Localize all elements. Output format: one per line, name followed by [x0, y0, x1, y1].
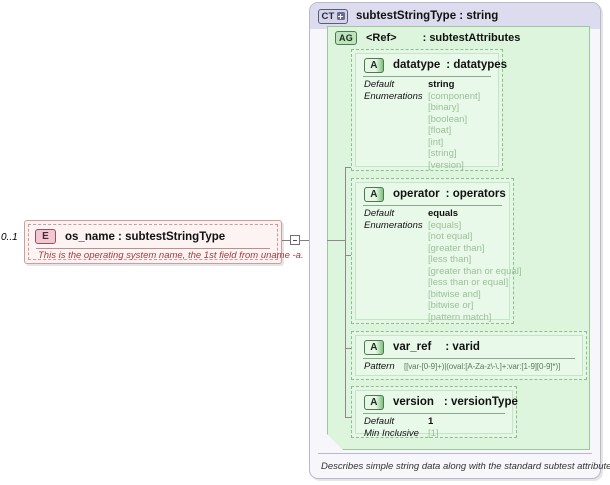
facet-value: [1]	[428, 427, 439, 439]
attribute-box-version[interactable]: A version : versionType Default 1 Min In…	[351, 386, 518, 439]
attribute-facets: Default equals Enumerations [equals] [no…	[364, 208, 521, 324]
element-cardinality: 0..1	[1, 232, 18, 243]
plus-icon[interactable]	[336, 12, 345, 20]
facet-row: Min Inclusive [1]	[364, 428, 507, 440]
element-box-os-name[interactable]: E os_name : subtestStringType This is th…	[24, 220, 304, 264]
element-inner-frame: E os_name : subtestStringType This is th…	[28, 224, 304, 261]
complextype-annotation: Describes simple string data along with …	[321, 461, 610, 472]
attribute-type: : versionType	[443, 396, 518, 408]
attribute-box-var-ref[interactable]: A var_ref : varid Pattern [[var-[0-9]+)|…	[351, 331, 587, 380]
attribute-inner-frame: A datatype : datatypes Default string En…	[355, 53, 507, 171]
attributegroup-ref-label: <Ref>	[366, 32, 397, 44]
attribute-name: operator	[393, 188, 440, 200]
facet-label: Min Inclusive	[364, 427, 419, 439]
facet-row: Enumerations [component] [binary] [boole…	[364, 91, 493, 172]
enumeration-item: [bitwise or]	[428, 300, 474, 311]
complextype-header: CT subtestStringType : string	[310, 3, 600, 29]
attribute-header: A operator : operators	[356, 183, 509, 205]
attribute-badge-icon: A	[364, 394, 384, 410]
attribute-facets: Pattern [[var-[0-9]+)|(oval:[A-Za-z\-\.]…	[364, 361, 577, 373]
enumeration-item: [binary]	[428, 102, 460, 113]
element-divider	[36, 248, 270, 249]
facet-row: Pattern [[var-[0-9]+)|(oval:[A-Za-z\-\.]…	[364, 361, 577, 373]
attribute-facets: Default string Enumerations [component] …	[364, 79, 493, 171]
enumeration-item: [int]	[428, 136, 444, 148]
attribute-facets: Default 1 Min Inclusive [1]	[364, 416, 507, 439]
enumeration-item: [equals]	[428, 219, 462, 231]
attribute-badge-icon: A	[364, 339, 384, 355]
attributegroup-badge-icon: AG	[335, 31, 357, 45]
attribute-header: A var_ref : varid	[356, 336, 582, 358]
attribute-name: var_ref	[393, 341, 432, 353]
enumeration-item: [boolean]	[428, 113, 468, 125]
facet-label: Enumerations	[364, 90, 423, 102]
attributegroup-header: AG <Ref> : subtestAttributes	[328, 27, 589, 49]
enumeration-item: [less than]	[428, 254, 472, 265]
complextype-footer-divider	[318, 453, 592, 454]
facet-row: Enumerations [equals] [not equal] [great…	[364, 219, 521, 324]
attribute-type: : varid	[445, 341, 480, 353]
attribute-badge-icon: A	[364, 186, 384, 202]
enumeration-item: [component]	[428, 90, 481, 102]
tree-trunk-line	[345, 167, 346, 417]
facet-enumeration-list: [component] [binary] [boolean] [float] […	[428, 91, 480, 172]
attribute-badge-icon: A	[364, 57, 384, 73]
attribute-name: version	[393, 396, 434, 408]
facet-value: [[var-[0-9]+)|(oval:[A-Za-z\-\.]+:var:[1…	[404, 362, 561, 371]
tree-stub-from-ag	[327, 240, 346, 241]
attribute-header: A datatype : datatypes	[356, 54, 507, 76]
enumeration-item: [float]	[428, 125, 452, 136]
attribute-type: : datatypes	[446, 59, 508, 71]
facet-row: Default equals	[364, 208, 504, 220]
attribute-divider	[363, 358, 575, 359]
enumeration-item: [greater than or equal]	[428, 265, 522, 277]
facet-value: equals	[428, 208, 459, 219]
enumeration-item: [less than or equal]	[428, 277, 509, 288]
attribute-divider	[363, 413, 505, 414]
enumeration-item: [string]	[428, 148, 457, 159]
attribute-inner-frame: A operator : operators Default equals En…	[355, 182, 521, 324]
complextype-expand-icon[interactable]: CT	[318, 8, 348, 24]
facet-label: Pattern	[364, 361, 395, 372]
attribute-box-operator[interactable]: A operator : operators Default equals En…	[351, 178, 521, 324]
facet-label: Default	[364, 79, 395, 90]
enumeration-item: [greater than]	[428, 242, 485, 254]
attribute-header: A version : versionType	[356, 391, 518, 413]
complextype-title: subtestStringType : string	[356, 10, 499, 22]
attribute-name: datatype	[393, 59, 441, 71]
attribute-type: : operators	[445, 188, 506, 200]
facet-label: Default	[364, 416, 395, 427]
attribute-divider	[363, 76, 491, 77]
facet-label: Default	[364, 208, 395, 219]
attributegroup-ref-name: : subtestAttributes	[422, 32, 521, 44]
element-header: E os_name : subtestStringType	[29, 225, 277, 248]
facet-enumeration-list: [equals] [not equal] [greater than] [les…	[428, 220, 521, 324]
enumeration-item: [pattern match]	[428, 311, 492, 323]
attribute-inner-frame: A version : versionType Default 1 Min In…	[355, 390, 518, 439]
complextype-badge-label: CT	[321, 10, 335, 22]
attribute-box-datatype[interactable]: A datatype : datatypes Default string En…	[351, 49, 507, 171]
facet-row: Default string	[364, 79, 493, 91]
enumeration-item: [version]	[428, 159, 464, 171]
enumeration-item: [not equal]	[428, 231, 473, 242]
attribute-inner-frame: A var_ref : varid Pattern [[var-[0-9]+)|…	[355, 335, 583, 376]
element-badge-icon: E	[35, 229, 56, 244]
facet-value: 1	[428, 416, 434, 427]
facet-row: Default 1	[364, 416, 507, 428]
enumeration-item: [bitwise and]	[428, 288, 481, 300]
connector-line-left	[282, 240, 291, 241]
element-title: os_name : subtestStringType	[65, 230, 226, 243]
attribute-divider	[363, 205, 502, 206]
facet-label: Enumerations	[364, 219, 423, 231]
facet-value: string	[428, 79, 455, 90]
element-documentation: This is the operating system name, the 1…	[38, 250, 304, 261]
